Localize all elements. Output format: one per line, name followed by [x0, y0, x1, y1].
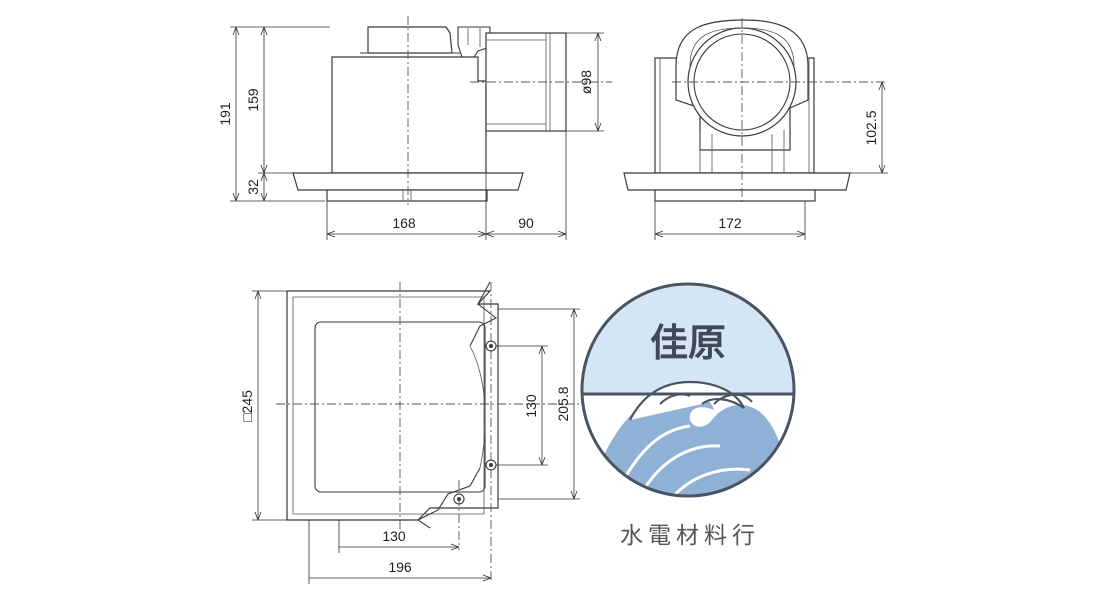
- dim-duct-length: 90: [518, 215, 534, 231]
- side-top-cap: [367, 26, 453, 54]
- dim-overall-height: 191: [217, 102, 233, 126]
- dim-body-height: 159: [245, 88, 261, 112]
- dim-outer-height: 205.8: [555, 386, 571, 421]
- logo-subtitle: 水電材料行: [620, 523, 760, 549]
- dim-grille-size: □245: [239, 390, 255, 422]
- dim-hole-offset: 130: [382, 528, 406, 544]
- front-view: 102.5 172: [623, 18, 888, 240]
- logo-name: 佳原: [650, 320, 726, 365]
- dim-flange-height: 32: [245, 179, 261, 195]
- front-flange: [623, 172, 851, 191]
- dim-hole-spacing: 130: [523, 394, 539, 418]
- plan-outer-frame: [286, 290, 499, 521]
- side-body: [331, 56, 487, 174]
- plan-view: □245 130 205.8 130 196: [239, 281, 600, 584]
- company-logo: 佳原 水電材料行: [580, 282, 796, 549]
- side-view: 191 159 32 168 90 ø98: [217, 16, 612, 240]
- break-line-bottom: [416, 467, 481, 529]
- wave-icon: [598, 389, 784, 496]
- dim-outer-width: 196: [388, 559, 412, 575]
- dim-duct-diameter: ø98: [578, 70, 594, 94]
- dim-body-width: 168: [392, 215, 416, 231]
- dim-front-width: 172: [718, 215, 742, 231]
- dim-duct-center-height: 102.5: [863, 110, 879, 145]
- break-line-top: [469, 281, 498, 347]
